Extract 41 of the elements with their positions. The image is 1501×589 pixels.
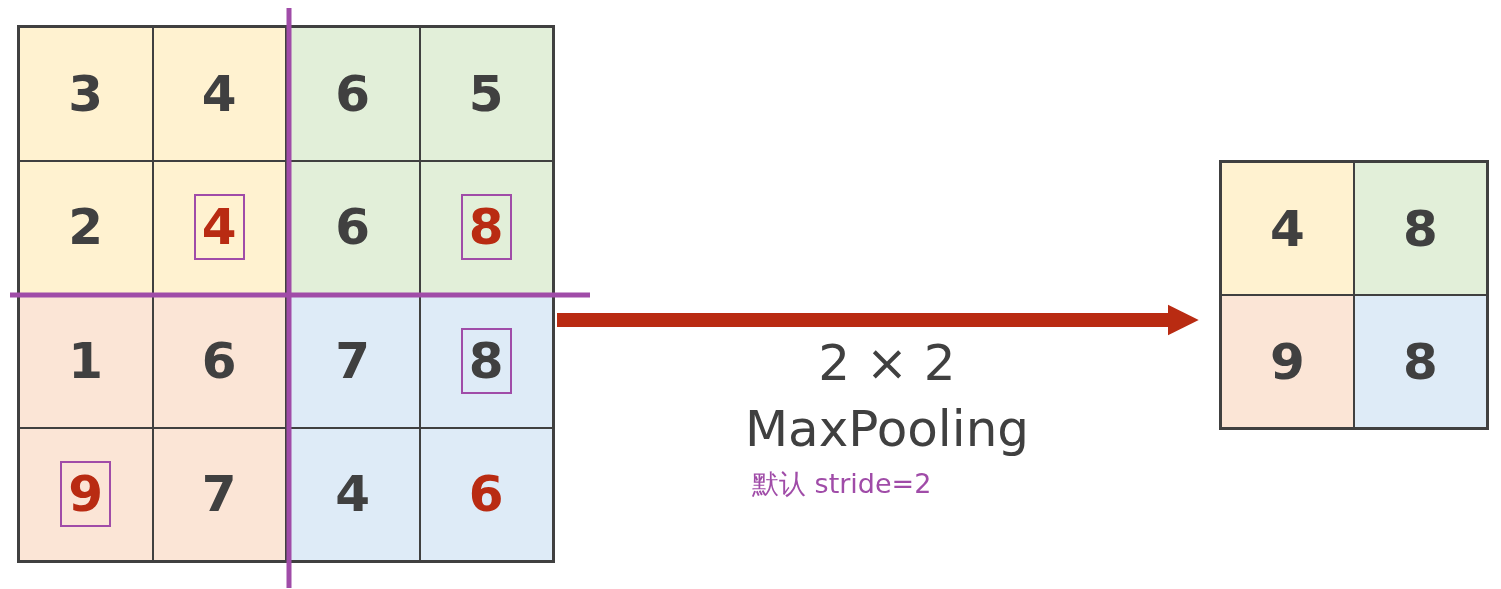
matrix-cell bbox=[1221, 162, 1354, 295]
cell-value: 8 bbox=[1402, 331, 1439, 393]
edge-label: 2 × 2 MaxPooling bbox=[743, 333, 1031, 460]
cell-value: 5 bbox=[467, 63, 505, 125]
matrix-cell bbox=[152, 27, 286, 161]
highlighted-value: 8 bbox=[460, 194, 512, 261]
cell-value: 2 bbox=[67, 197, 105, 259]
matrix-cell bbox=[19, 427, 153, 561]
cell-value: 4 bbox=[200, 63, 238, 125]
cell-value: 4 bbox=[334, 464, 372, 526]
matrix-cell bbox=[1354, 295, 1487, 428]
cell-value: 6 bbox=[334, 63, 372, 125]
cell-value: 4 bbox=[1269, 198, 1306, 260]
matrix-cell bbox=[152, 160, 286, 294]
matrix-cell bbox=[1354, 162, 1487, 295]
matrix-cell bbox=[286, 27, 420, 161]
matrix-cell bbox=[419, 27, 553, 161]
number-matrix bbox=[17, 25, 555, 563]
highlighted-value: 4 bbox=[193, 194, 245, 261]
cell-value: 9 bbox=[1269, 331, 1306, 393]
matrix-cell bbox=[419, 160, 553, 294]
matrix-cell bbox=[1221, 295, 1354, 428]
cell-value: 6 bbox=[467, 464, 505, 526]
cell-value: 7 bbox=[334, 330, 372, 392]
highlighted-value: 8 bbox=[460, 327, 512, 394]
arrow bbox=[557, 304, 1199, 336]
matrix-cell bbox=[19, 160, 153, 294]
matrix-cell bbox=[152, 427, 286, 561]
cell-value: 6 bbox=[334, 197, 372, 259]
number-matrix bbox=[1219, 160, 1489, 430]
cell-value: 8 bbox=[1402, 198, 1439, 260]
matrix-cell bbox=[286, 427, 420, 561]
highlighted-value: 9 bbox=[60, 461, 112, 528]
cell-value: 3 bbox=[67, 63, 105, 125]
matrix-cell bbox=[286, 160, 420, 294]
cell-value: 6 bbox=[200, 330, 238, 392]
matrix-cell bbox=[19, 27, 153, 161]
cell-value: 7 bbox=[200, 464, 238, 526]
matrix-cell bbox=[419, 427, 553, 561]
cell-value: 1 bbox=[67, 330, 105, 392]
note-text: 默认 stride=2 bbox=[752, 467, 932, 501]
